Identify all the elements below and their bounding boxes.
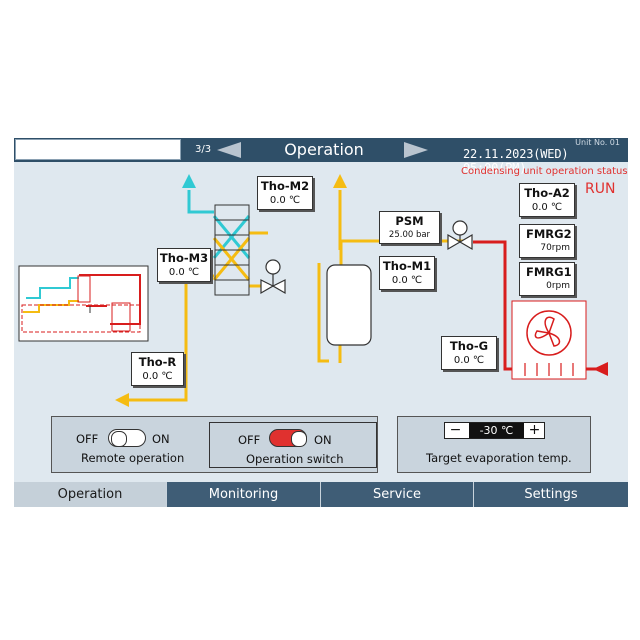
sensor-tho-m3: Tho-M3 0.0 ℃: [157, 248, 211, 282]
sensor-label: Tho-G: [442, 340, 496, 353]
sensor-label: Tho-M2: [258, 180, 312, 193]
remote-off-label: OFF: [76, 432, 98, 446]
solenoid-valve-icon: [448, 221, 472, 249]
switch-on-label: ON: [314, 433, 332, 447]
operation-switch-box: OFF ON Operation switch: [209, 422, 377, 468]
liquid-return-arrow-icon: [115, 393, 129, 407]
switch-off-label: OFF: [238, 433, 260, 447]
sensor-fmrg1: FMRG1 0rpm: [519, 262, 575, 296]
sensor-value: 0.0 ℃: [520, 201, 574, 214]
target-evaporation-stepper[interactable]: − -30 ℃ +: [444, 422, 545, 439]
sensor-fmrg2: FMRG2 70rpm: [519, 224, 575, 258]
condenser-fan-icon: [512, 301, 586, 379]
sensor-label: FMRG2: [520, 228, 574, 241]
receiver-tank: [327, 265, 371, 345]
switch-panel: OFF ON Remote operation OFF ON Operation…: [51, 416, 378, 473]
tab-monitoring[interactable]: Monitoring: [167, 482, 321, 507]
expansion-valve-icon: [261, 260, 285, 293]
sensor-label: Tho-A2: [520, 187, 574, 200]
sensor-value: 0.0 ℃: [258, 194, 312, 207]
target-evaporation-value: -30 ℃: [469, 423, 524, 438]
sensor-label: Tho-M1: [380, 260, 434, 273]
operation-switch-toggle[interactable]: [269, 429, 307, 447]
operation-switch-caption: Operation switch: [246, 452, 344, 466]
remote-on-label: ON: [152, 432, 170, 446]
sensor-label: Tho-R: [132, 356, 183, 369]
operation-screen: 3/3 Operation Unit No. 01 22.11.2023(WED…: [14, 138, 628, 507]
target-evaporation-caption: Target evaporation temp.: [426, 451, 572, 465]
sensor-value: 0.0 ℃: [132, 370, 183, 383]
sensor-value: 25.00 bar: [380, 229, 439, 242]
bottom-tab-bar: Operation Monitoring Service Settings: [14, 482, 628, 507]
suction-outlet-arrow-icon: [182, 174, 196, 188]
remote-operation-toggle[interactable]: [108, 429, 146, 447]
sensor-value: 0.0 ℃: [442, 354, 496, 367]
tab-service[interactable]: Service: [321, 482, 474, 507]
remote-operation-caption: Remote operation: [81, 451, 184, 465]
sensor-label: PSM: [380, 215, 439, 228]
sensor-value: 0.0 ℃: [158, 266, 210, 279]
target-evaporation-panel: − -30 ℃ + Target evaporation temp.: [397, 416, 591, 473]
sensor-tho-a2: Tho-A2 0.0 ℃: [519, 183, 575, 217]
sensor-value: 0rpm: [520, 280, 574, 293]
sensor-tho-m2: Tho-M2 0.0 ℃: [257, 176, 313, 210]
toggle-knob: [111, 431, 127, 447]
tab-settings[interactable]: Settings: [474, 482, 628, 507]
sensor-tho-m1: Tho-M1 0.0 ℃: [379, 256, 435, 290]
toggle-knob: [291, 431, 307, 447]
tab-operation[interactable]: Operation: [14, 482, 167, 507]
sensor-value: 70rpm: [520, 242, 574, 255]
overview-mini-diagram: [19, 266, 148, 341]
sensor-psm: PSM 25.00 bar: [379, 211, 440, 244]
sensor-label: FMRG1: [520, 266, 574, 279]
sensor-tho-g: Tho-G 0.0 ℃: [441, 336, 497, 370]
heat-exchanger: [215, 205, 249, 295]
liquid-outlet-arrow-icon: [333, 174, 347, 188]
increase-button[interactable]: +: [526, 423, 543, 438]
sensor-label: Tho-M3: [158, 252, 210, 265]
hot-gas-inlet-arrow-icon: [593, 362, 608, 376]
decrease-button[interactable]: −: [447, 423, 464, 438]
sensor-tho-r: Tho-R 0.0 ℃: [131, 352, 184, 386]
sensor-value: 0.0 ℃: [380, 274, 434, 287]
